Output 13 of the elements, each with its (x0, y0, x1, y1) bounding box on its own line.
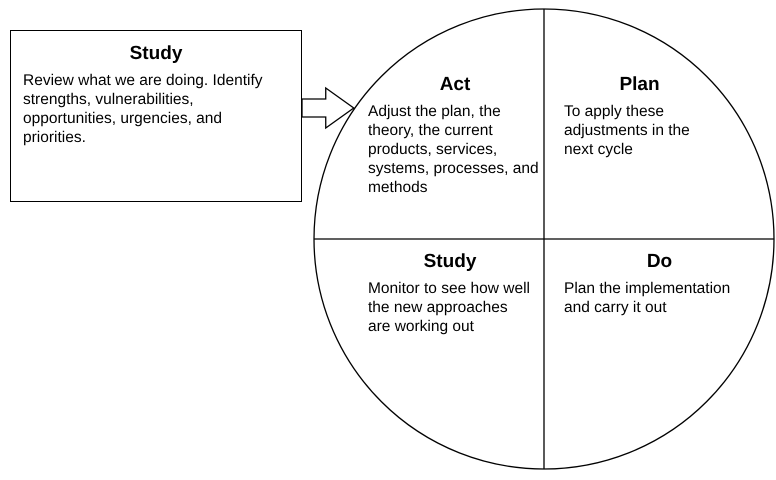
description: Monitor to see how well the new approaches are working out (368, 279, 531, 336)
heading: Do (646, 251, 674, 273)
block-arrow (301, 86, 355, 130)
description: Adjust the plan, the theory, the current products, services, systems, processes, and methods (368, 102, 540, 197)
description: To apply these adjustments in the next cycle (564, 102, 691, 159)
text-box (10, 30, 302, 202)
circle-shape (313, 8, 775, 470)
heading: Plan (618, 74, 661, 96)
heading: Study (422, 251, 478, 273)
heading: Act (438, 74, 472, 96)
description: Plan the implementation and carry it out (564, 279, 732, 317)
heading: Study (128, 43, 184, 65)
description: Review what we are doing. Identify strengths, vulnerabilities, opportunities, urgencies, and priorities. (23, 71, 264, 147)
